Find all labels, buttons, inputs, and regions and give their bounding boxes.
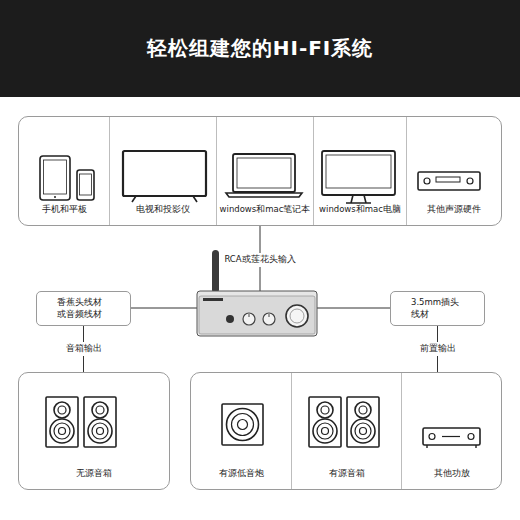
laptop-screen [237, 158, 291, 188]
output-cell: 有源低音炮 [191, 373, 291, 489]
node-text: windows和mac笔记本 [217, 204, 313, 216]
player-display [436, 177, 460, 182]
monitor-icon [322, 151, 395, 195]
node-text: 香蕉头线材 或音频线材 [57, 297, 109, 319]
monitor-screen [326, 155, 391, 188]
node-text: windows和mac电脑 [314, 204, 406, 216]
laptop-icon [233, 154, 295, 192]
tablet-icon [40, 156, 70, 200]
source-group-box: 手机和平板电视和投影仪windows和mac笔记本windows和mac电脑其他… [18, 116, 502, 226]
subwoofer-cone [232, 414, 254, 436]
power-amp-icon [423, 428, 480, 445]
cable-box: 3.5mm插头 线材 [390, 291, 485, 326]
knob-marker [269, 314, 270, 317]
speaker-icon [309, 397, 341, 447]
player-knob [424, 178, 430, 184]
player-icon [418, 172, 480, 190]
source-cell: 其他声源硬件 [406, 117, 501, 225]
speaker-icon [46, 397, 78, 447]
subwoofer-driver [227, 409, 259, 441]
tv-leg [132, 196, 136, 202]
laptop-base [226, 193, 302, 197]
source-cell: 电视和投影仪 [109, 117, 216, 225]
subwoofer-cap [238, 420, 248, 430]
output-group-box: 有源低音炮有源音箱其他功放 [190, 372, 502, 490]
amp-knob [243, 313, 255, 325]
volume-knob-ring [290, 309, 304, 323]
subwoofer-icon [222, 404, 263, 445]
output-cell: 有源音箱 [291, 373, 401, 489]
node-text: 其他功放 [402, 468, 501, 480]
node-text: 手机和平板 [19, 204, 109, 216]
tablet-screen [44, 160, 67, 194]
node-text: 有源低音炮 [191, 468, 291, 480]
amp-antenna [212, 250, 219, 293]
amplifier [197, 291, 317, 336]
speaker-icon [347, 397, 379, 447]
tablet-button [54, 196, 56, 198]
source-cell: 手机和平板 [19, 117, 109, 225]
source-cell: windows和mac电脑 [313, 117, 406, 225]
title-text: 轻松组建您的HI-FI系统 [0, 0, 520, 97]
output-wire [317, 308, 390, 309]
monitor-stand [346, 195, 371, 203]
volume-knob [286, 305, 308, 327]
node-text: 电视和投影仪 [110, 204, 216, 216]
source-cell: windows和mac笔记本 [216, 117, 313, 225]
output-cell: 其他功放 [401, 373, 501, 489]
amp-jack [226, 315, 234, 323]
node-text: 无源音箱 [19, 468, 169, 480]
amp-knob [263, 313, 275, 325]
player-knob [467, 178, 473, 184]
node-text: 有源音箱 [292, 468, 401, 480]
phone-icon [77, 170, 94, 200]
amp-badge [203, 298, 223, 301]
node-text: 其他声源硬件 [407, 204, 501, 216]
power-amp-slot [442, 436, 460, 437]
power-amp-knob [468, 434, 474, 440]
power-amp-knob [429, 434, 435, 440]
output-wire [131, 308, 197, 309]
tv-icon [123, 151, 206, 196]
phone-screen [80, 174, 92, 195]
port-label: RCA或莲花头输入 [221, 253, 298, 267]
tv-leg [193, 196, 197, 202]
node-text: 3.5mm插头 线材 [411, 297, 463, 319]
edge-label: 前置输出 [417, 342, 459, 356]
speaker-group-box: 无源音箱 [18, 372, 170, 490]
edge-label: 音箱输出 [63, 342, 105, 356]
knob-marker [249, 314, 250, 317]
amp-face [199, 296, 315, 334]
cable-box: 香蕉头线材 或音频线材 [36, 291, 131, 326]
power-amp-foot [426, 445, 427, 448]
speaker-icon [84, 397, 116, 447]
header-band [0, 0, 520, 97]
power-amp-foot [475, 445, 476, 448]
